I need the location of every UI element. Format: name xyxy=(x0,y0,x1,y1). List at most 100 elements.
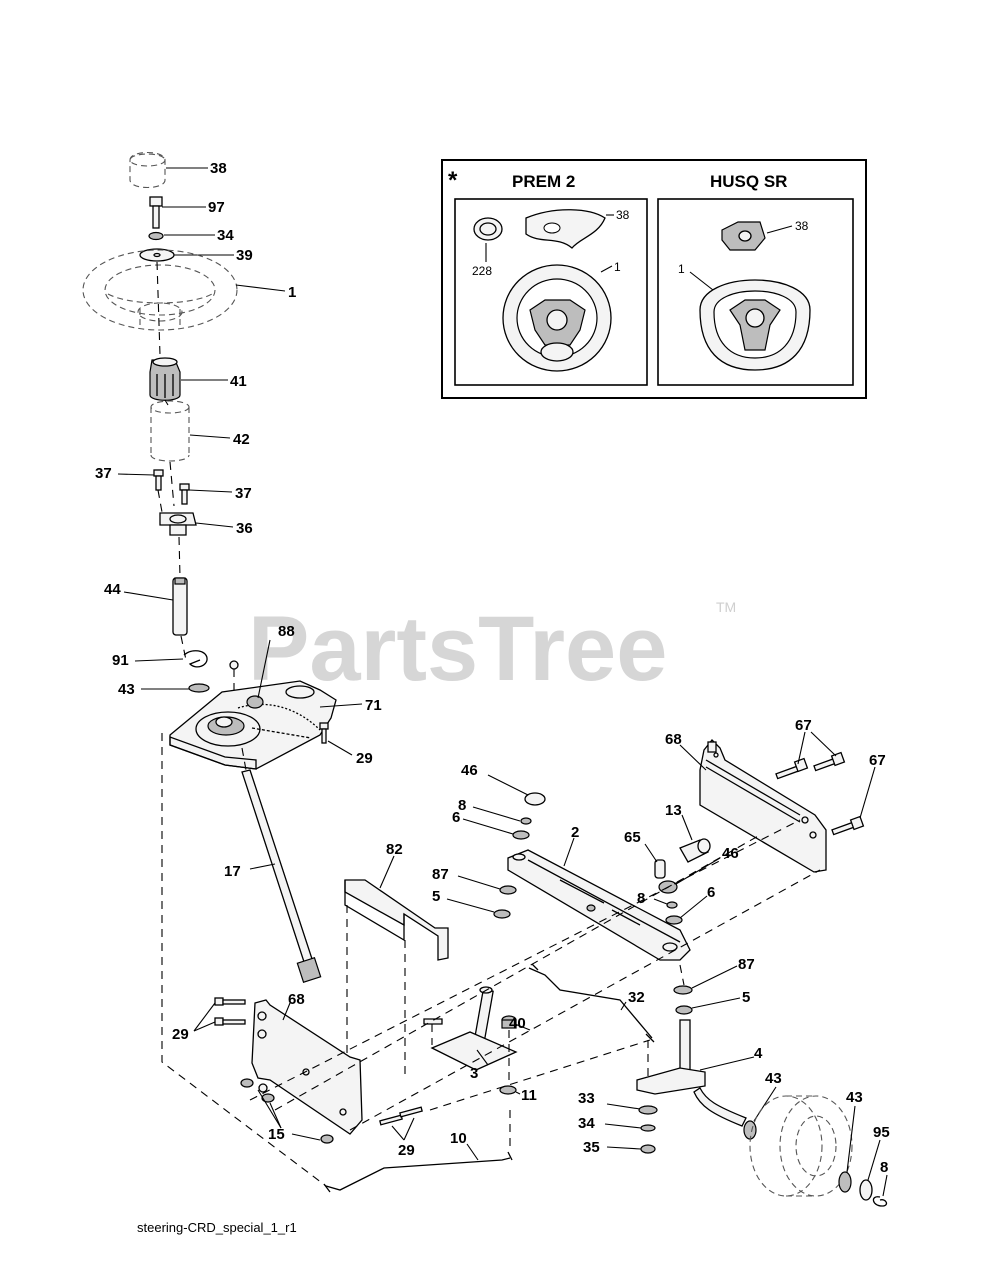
inset-prem2-emblem[interactable] xyxy=(473,217,503,241)
callout-42: 42 xyxy=(233,431,250,448)
callout-1: 1 xyxy=(288,284,296,301)
callout-46b: 46 xyxy=(722,845,739,862)
inset-prem2-cover[interactable] xyxy=(525,209,606,249)
part-29-screw-a[interactable] xyxy=(319,722,329,744)
part-36-bearing[interactable] xyxy=(159,512,197,536)
part-6-washer-right[interactable] xyxy=(665,915,683,925)
inset-box: * PREM 2 HUSQ SR 38 228 1 xyxy=(441,159,867,399)
part-42-sleeve[interactable] xyxy=(150,400,190,462)
callout-33: 33 xyxy=(578,1090,595,1107)
callout-44: 44 xyxy=(104,581,121,598)
part-82-bracket[interactable] xyxy=(344,879,449,1080)
callout-34a: 34 xyxy=(217,227,234,244)
part-37-bolt-a[interactable] xyxy=(153,469,164,491)
inset-husqsr-wheel[interactable] xyxy=(699,279,811,371)
part-17-pinion-shaft[interactable] xyxy=(241,747,322,984)
callout-29c: 29 xyxy=(398,1142,415,1159)
callout-15: 15 xyxy=(268,1126,285,1143)
part-6-washer-left[interactable] xyxy=(512,830,530,840)
part-87-washer-left[interactable] xyxy=(499,885,517,895)
callout-2: 2 xyxy=(571,824,579,841)
callout-41: 41 xyxy=(230,373,247,390)
part-97-bolt[interactable] xyxy=(149,196,163,229)
callout-87b: 87 xyxy=(738,956,755,973)
part-32-drag-link[interactable] xyxy=(528,963,655,1043)
part-5-bushing-left[interactable] xyxy=(493,909,511,919)
diagram-caption: steering-CRD_special_1_r1 xyxy=(137,1220,297,1235)
part-65-pin[interactable] xyxy=(654,859,666,879)
part-13-spacer[interactable] xyxy=(679,838,711,863)
callout-37a: 37 xyxy=(95,465,112,482)
inset-marker: * xyxy=(448,167,458,194)
part-68-plate-left[interactable] xyxy=(251,999,363,1135)
part-10-rod[interactable] xyxy=(323,1110,513,1193)
inset-prem2-wheel[interactable] xyxy=(502,264,612,372)
part-29-bolts-left[interactable] xyxy=(214,997,246,1026)
part-37-bolt-b[interactable] xyxy=(179,483,190,505)
part-34-washer-b[interactable] xyxy=(640,1124,656,1132)
part-46-cap-left[interactable] xyxy=(524,792,546,806)
callout-6a: 6 xyxy=(452,809,460,826)
callout-13: 13 xyxy=(665,802,682,819)
inset-husqsr-cover[interactable] xyxy=(721,221,766,251)
part-1-steering-wheel[interactable] xyxy=(82,249,238,331)
part-43-washer-c[interactable] xyxy=(838,1171,852,1193)
part-5-bushing-right[interactable] xyxy=(675,1005,693,1015)
part-8-nut-left[interactable] xyxy=(520,817,532,825)
callout-95: 95 xyxy=(873,1124,890,1141)
inset-prem2-label-228: 228 xyxy=(472,264,492,278)
callout-11: 11 xyxy=(521,1087,537,1104)
part-68-plate-right[interactable] xyxy=(699,739,827,873)
inset-title-prem2: PREM 2 xyxy=(512,172,575,191)
part-71-gear-plate[interactable] xyxy=(169,660,337,770)
watermark-tm: TM xyxy=(716,599,736,615)
part-41-adapter[interactable] xyxy=(149,357,181,401)
part-8-clip[interactable] xyxy=(872,1196,888,1207)
part-wheel xyxy=(749,1095,853,1197)
callout-5b: 5 xyxy=(742,989,750,1006)
callout-43c: 43 xyxy=(846,1089,863,1106)
part-35-nut[interactable] xyxy=(640,1144,656,1154)
callout-97: 97 xyxy=(208,199,225,216)
callout-39: 39 xyxy=(236,247,253,264)
inset-prem2-label-38: 38 xyxy=(616,208,630,222)
part-38-cap[interactable] xyxy=(129,151,166,189)
callout-6b: 6 xyxy=(707,884,715,901)
part-2-front-axle[interactable] xyxy=(507,849,691,961)
part-44-shaft[interactable] xyxy=(172,577,188,636)
callout-32: 32 xyxy=(628,989,645,1006)
part-4-spindle[interactable] xyxy=(636,1019,747,1127)
callout-82: 82 xyxy=(386,841,403,858)
callout-34b: 34 xyxy=(578,1115,595,1132)
inset-husqsr-label-38: 38 xyxy=(795,219,809,233)
part-43-washer-b[interactable] xyxy=(743,1120,757,1140)
callout-67b: 67 xyxy=(869,752,886,769)
part-43-washer[interactable] xyxy=(188,683,210,693)
part-67-bolts[interactable] xyxy=(775,751,865,836)
callout-29b: 29 xyxy=(172,1026,189,1043)
callout-43a: 43 xyxy=(118,681,135,698)
part-15-nuts[interactable] xyxy=(240,1078,334,1144)
part-95-bushing[interactable] xyxy=(859,1179,873,1201)
inset-prem2-label-1: 1 xyxy=(614,260,621,274)
steering-column: 38 97 34 39 1 xyxy=(82,151,296,698)
part-11-washer[interactable] xyxy=(499,1085,517,1095)
part-8-nut-right[interactable] xyxy=(666,901,678,909)
watermark: PartsTree xyxy=(248,598,667,700)
callout-91: 91 xyxy=(112,652,129,669)
part-40-bushing[interactable] xyxy=(501,1015,517,1029)
part-3-steering-arm[interactable] xyxy=(423,986,518,1071)
part-34-washer[interactable] xyxy=(148,231,164,241)
part-33-washer[interactable] xyxy=(638,1105,658,1115)
callout-68a: 68 xyxy=(665,731,682,748)
callout-88: 88 xyxy=(278,623,295,640)
callout-46a: 46 xyxy=(461,762,478,779)
callout-8c: 8 xyxy=(880,1159,888,1176)
part-87-washer-right[interactable] xyxy=(673,985,693,995)
callout-8a: 8 xyxy=(458,797,466,814)
part-29-bolts-right[interactable] xyxy=(379,1106,423,1126)
callout-65: 65 xyxy=(624,829,641,846)
part-91-clip[interactable] xyxy=(183,650,208,668)
callout-40: 40 xyxy=(509,1015,526,1032)
callout-10: 10 xyxy=(450,1130,467,1147)
